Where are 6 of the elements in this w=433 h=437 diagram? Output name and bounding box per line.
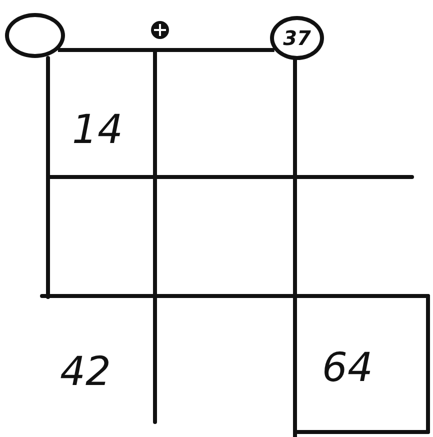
number-text: 64 bbox=[322, 348, 373, 388]
number-text: 37 bbox=[283, 26, 311, 50]
dot-marker bbox=[151, 21, 169, 39]
number-text: 14 bbox=[72, 110, 123, 150]
connector-line bbox=[58, 48, 274, 52]
number-text: 42 bbox=[60, 352, 111, 392]
